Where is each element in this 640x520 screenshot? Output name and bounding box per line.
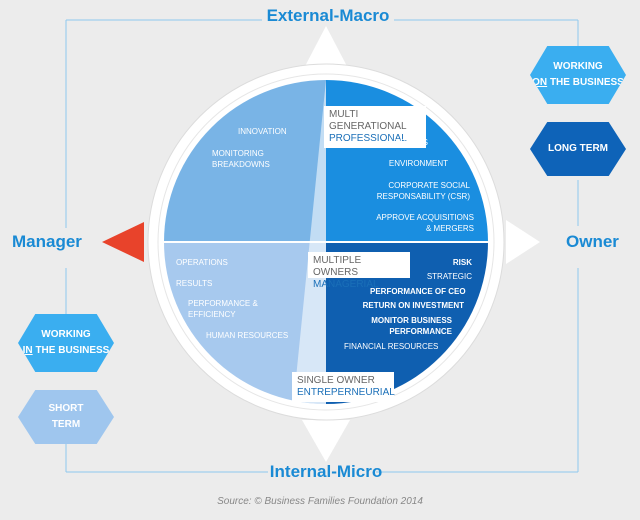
quadrant-item: MONITOR BUSINESS PERFORMANCE	[371, 316, 452, 336]
long-term-text: LONG TERM	[548, 143, 608, 154]
box-line-2: MANAGERIAL	[313, 279, 379, 290]
axis-label-top: External-Macro	[266, 6, 390, 25]
quadrant-item: TRENDS	[395, 138, 428, 147]
quadrant-item: INNOVATION	[238, 127, 287, 136]
quadrant-item: APPROVE ACQUISITIONS & MERGERS	[376, 213, 474, 233]
single-owner-label: SINGLE OWNER ENTREPERNEURIAL	[292, 372, 395, 402]
box-line-2: ENTREPERNEURIAL	[297, 387, 395, 398]
box-line-1: MULTI GENERATIONAL	[329, 109, 407, 132]
source-caption: Source: © Business Families Foundation 2…	[217, 496, 423, 507]
long-term-badge: LONG TERM	[530, 122, 626, 176]
short-term-text: SHORT TERM	[48, 403, 84, 430]
badge-text-emph: ON	[532, 77, 548, 88]
quadrant-item: RESULTS	[176, 279, 213, 288]
quadrant-item: RISK	[452, 258, 472, 267]
badge-text-pre: WORKING	[41, 329, 91, 340]
quadrant-item: HUMAN RESOURCES	[206, 331, 289, 340]
arrow-down-icon	[302, 420, 350, 462]
box-line-1: MULTIPLE OWNERS	[313, 255, 362, 278]
badge-text-post: THE BUSINESS	[35, 345, 110, 356]
quadrant-item: PERFORMANCE & EFFICIENCY	[188, 299, 258, 319]
arrow-left-icon	[102, 222, 144, 262]
quadrant-item: FINANCIAL RESOURCES	[344, 342, 439, 351]
compass-inner-ring	[157, 73, 495, 411]
ownership-wedge	[293, 80, 326, 404]
quadrant-item: RETURN ON INVESTMENT	[362, 301, 464, 310]
quadrant-item: PERFORMANCE OF CEO	[370, 287, 466, 296]
box-line-1: SINGLE OWNER	[297, 375, 375, 386]
badge-text-post: THE BUSINESS	[549, 77, 624, 88]
box-line-2: PROFESSIONAL	[329, 133, 407, 144]
multi-generational-label: MULTI GENERATIONAL PROFESSIONAL	[324, 106, 426, 148]
quadrant-item: CORPORATE SOCIAL RESPONSABILITY (CSR)	[376, 181, 470, 201]
frame-lines	[65, 19, 579, 473]
quadrant-item: STRATEGIC	[426, 272, 472, 281]
quadrant-item: ENVIRONMENT	[388, 159, 448, 168]
working-in-business-badge: WORKING IN THE BUSINESS	[18, 314, 114, 372]
short-term-badge: SHORT TERM	[18, 390, 114, 444]
arrow-right-icon	[506, 220, 540, 264]
axis-label-left: Manager	[12, 232, 82, 251]
quadrant-item: OPERATIONS	[176, 258, 228, 267]
badge-text-emph: IN	[22, 345, 33, 356]
axis-label-right: Owner	[566, 232, 619, 251]
working-on-business-badge: WORKING ON THE BUSINESS	[530, 46, 626, 104]
quadrant-item: MONITORING BREAKDOWNS	[212, 149, 270, 169]
multiple-owners-label: MULTIPLE OWNERS MANAGERIAL	[308, 252, 410, 290]
arrow-up-icon	[302, 26, 350, 72]
axis-label-bottom: Internal-Micro	[269, 462, 383, 481]
badge-text-pre: WORKING	[553, 61, 603, 72]
